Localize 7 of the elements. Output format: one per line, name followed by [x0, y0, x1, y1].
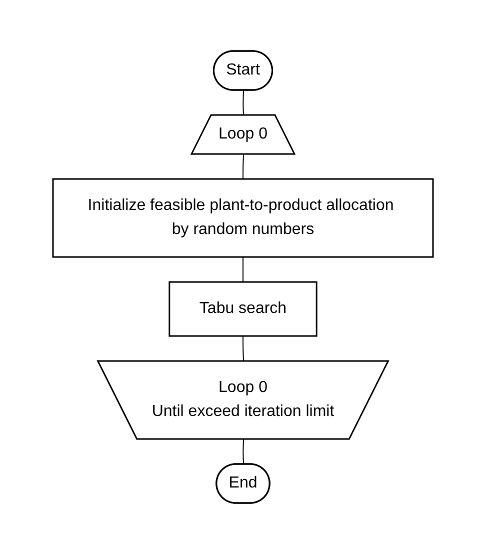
- connector: [242, 438, 244, 464]
- connector: [242, 256, 244, 282]
- node-box: Tabu search: [168, 280, 318, 336]
- node-box: Initialize feasible plant-to-product allocation by random numbers: [52, 178, 434, 258]
- connector: [242, 335, 244, 362]
- connector: [242, 154, 244, 179]
- connector: [242, 90, 244, 116]
